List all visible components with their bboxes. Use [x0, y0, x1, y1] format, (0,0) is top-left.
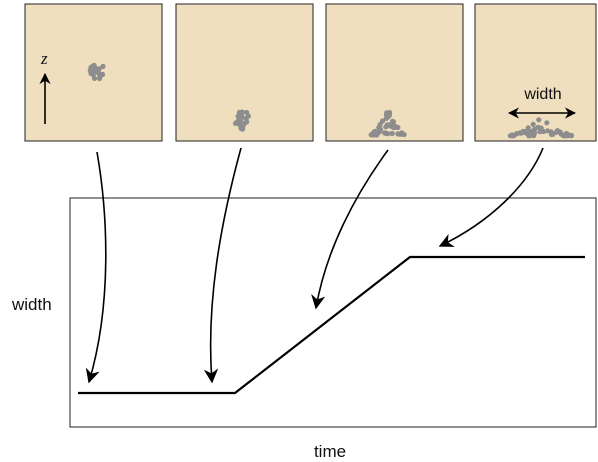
- particle: [536, 117, 542, 123]
- particle: [390, 124, 397, 131]
- connector-arrow-3: [311, 149, 389, 310]
- particle: [90, 72, 96, 78]
- particle: [386, 122, 392, 128]
- particle: [544, 128, 551, 134]
- particle: [89, 65, 95, 71]
- particle: [557, 129, 563, 135]
- particle-clump-2: [232, 109, 251, 132]
- width-curve: [78, 255, 585, 395]
- panel-2: [175, 3, 314, 142]
- particle: [514, 131, 520, 137]
- particle: [240, 123, 246, 129]
- particle: [372, 128, 378, 134]
- particle: [390, 118, 396, 124]
- particle: [401, 131, 407, 138]
- particle: [96, 66, 102, 72]
- particle: [527, 130, 533, 136]
- y-axis-label: width: [11, 295, 52, 314]
- particle: [369, 131, 375, 138]
- z-axis-label: z: [40, 49, 48, 68]
- panel-3: [325, 3, 464, 142]
- particle: [245, 113, 251, 119]
- connector-arrow-2: [203, 147, 242, 384]
- particle-clump-1: [87, 62, 106, 82]
- particle: [386, 109, 393, 116]
- particle: [535, 124, 541, 130]
- particle: [379, 118, 386, 124]
- particle: [389, 130, 395, 137]
- panel-4-frame: [474, 3, 597, 142]
- particle: [99, 71, 106, 78]
- particle: [395, 124, 401, 131]
- panel-1: z: [24, 3, 163, 142]
- particle: [238, 116, 244, 123]
- panel-4: width: [474, 3, 597, 142]
- particle: [383, 130, 389, 136]
- panel-3-frame: [325, 3, 464, 142]
- x-axis-label: time: [314, 442, 346, 461]
- particle-mound-3: [368, 109, 407, 138]
- connector-arrow-1: [85, 151, 107, 384]
- particle: [568, 132, 575, 139]
- particle: [100, 63, 106, 69]
- particle: [544, 120, 550, 126]
- width-annotation: width: [523, 86, 561, 103]
- plot-frame: [69, 197, 597, 428]
- particle: [553, 129, 559, 135]
- particle: [530, 121, 536, 127]
- connector-arrow-4: [438, 147, 544, 247]
- particle: [540, 128, 547, 135]
- particle: [236, 109, 242, 115]
- particle: [385, 114, 391, 120]
- particle-mound-4: [507, 117, 575, 139]
